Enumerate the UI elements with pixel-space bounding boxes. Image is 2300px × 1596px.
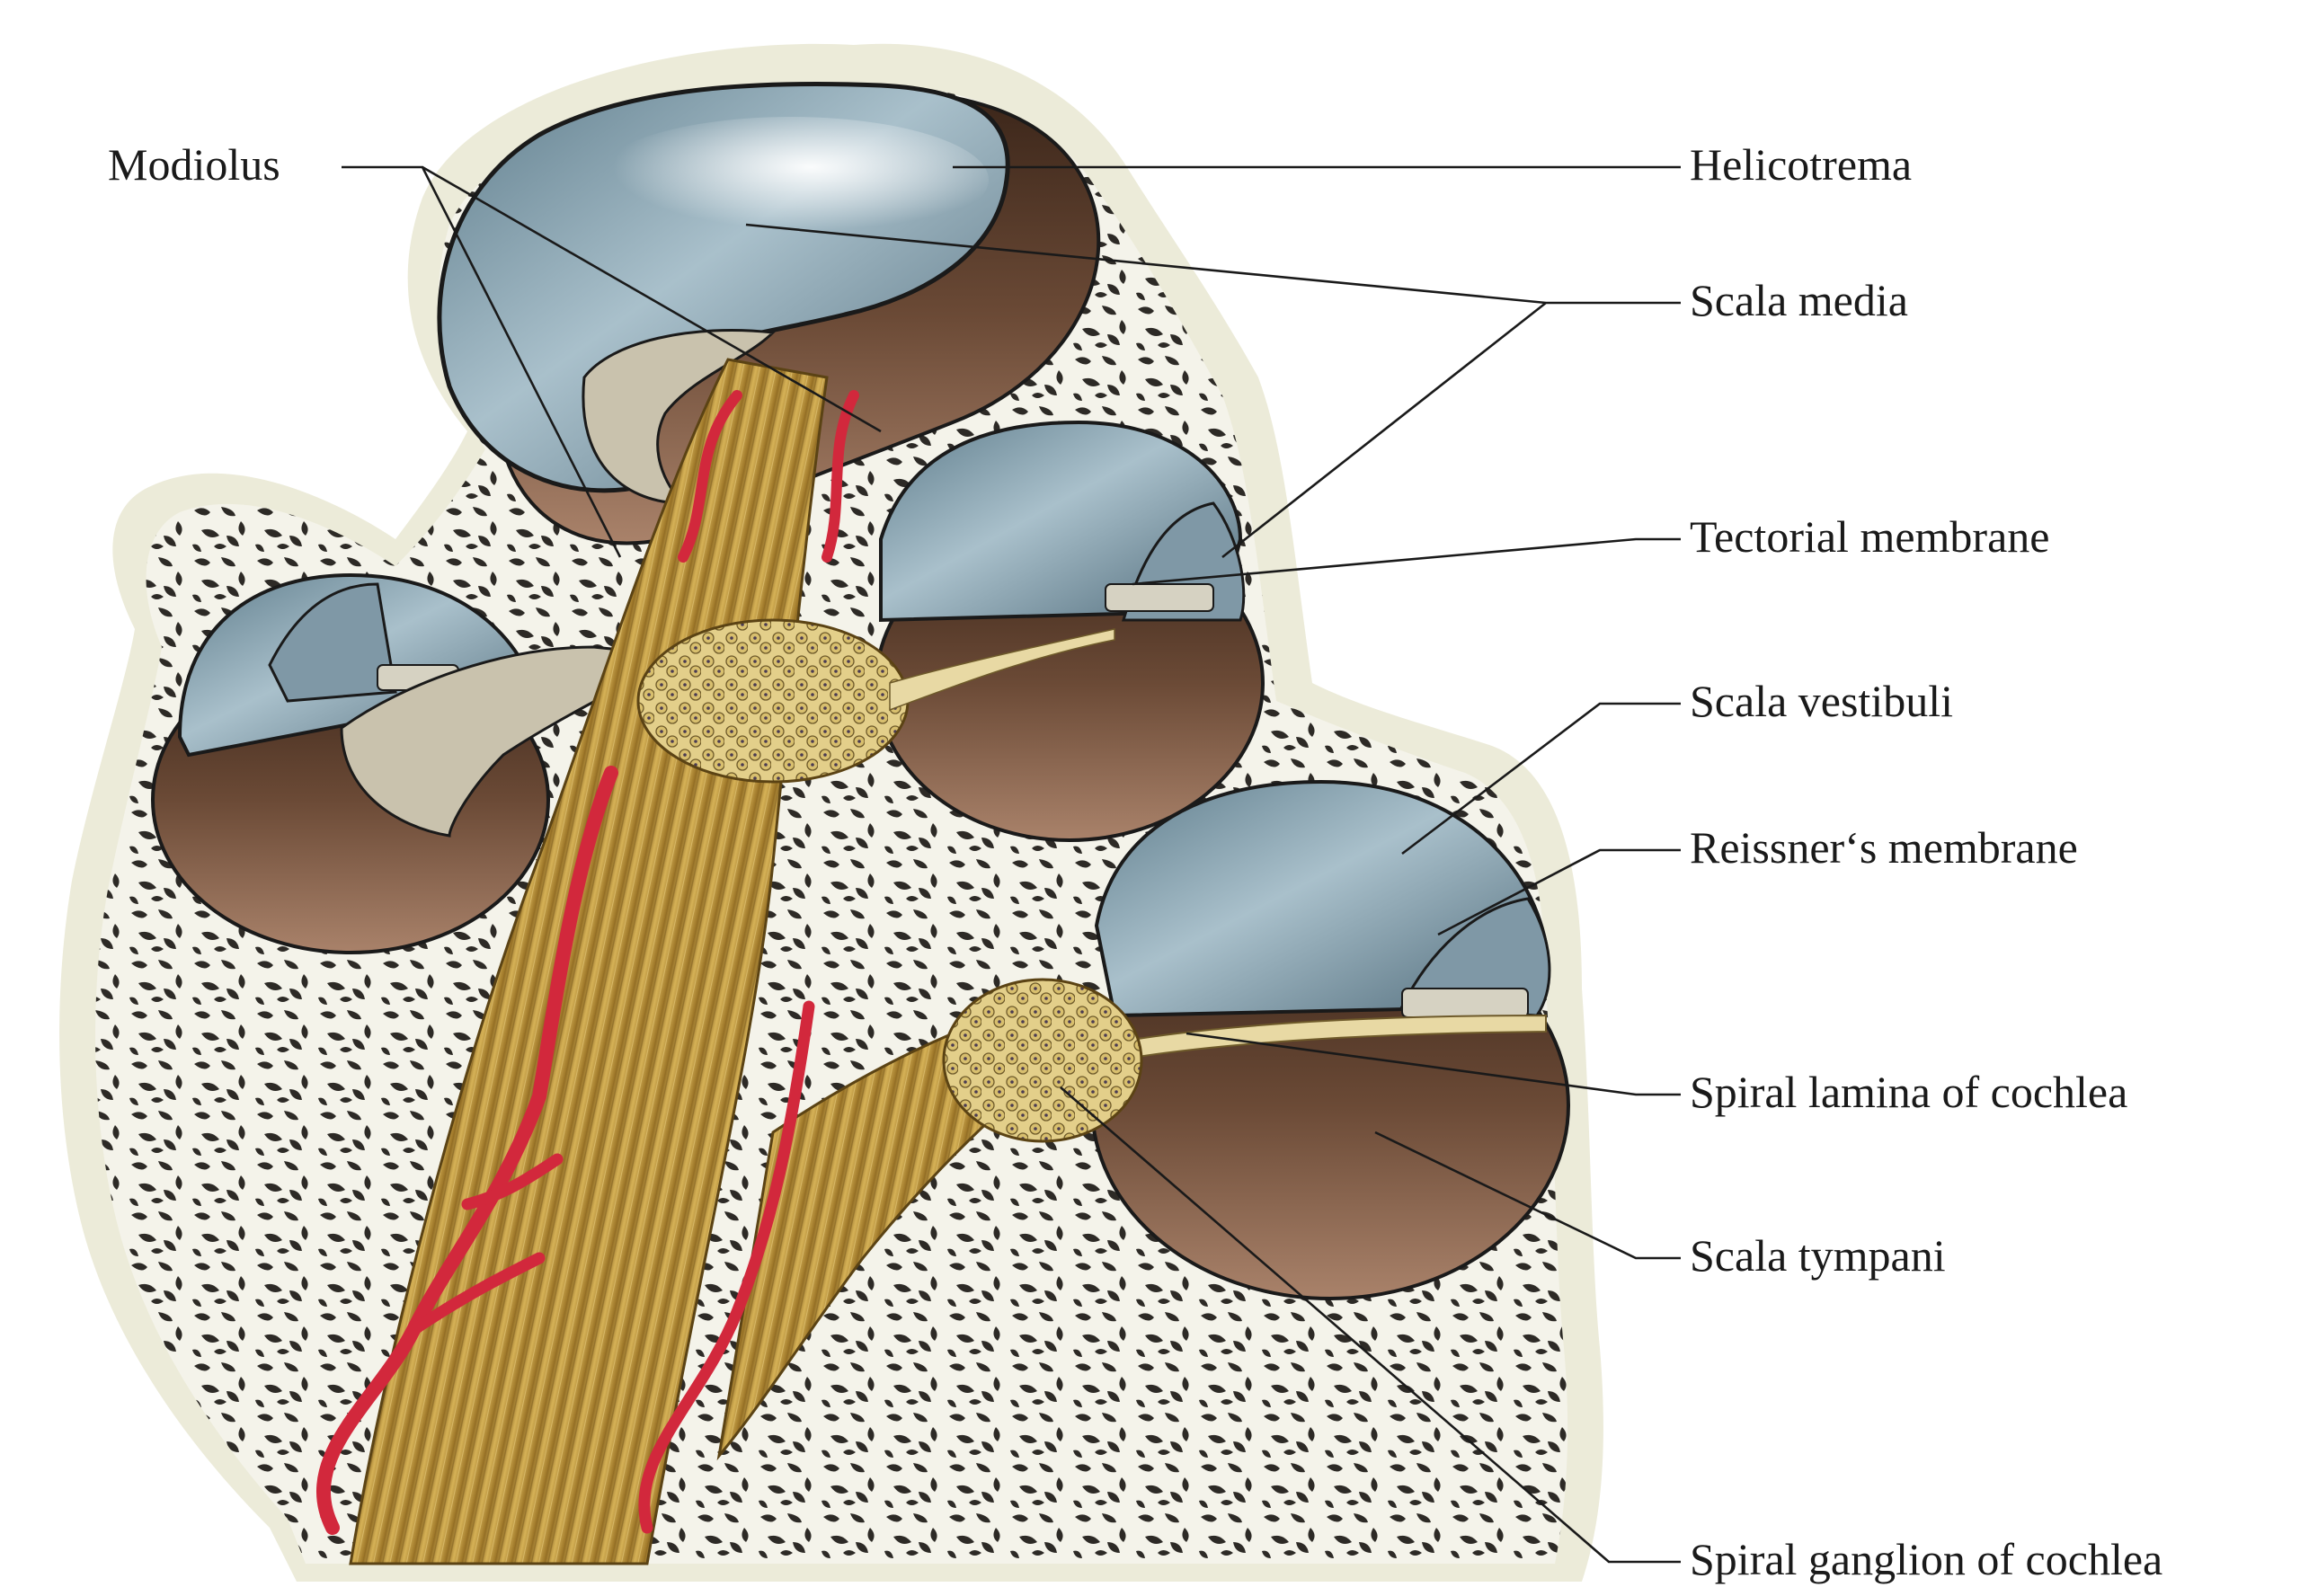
spiral-modiolar-vessels <box>316 390 859 1535</box>
vessel-center <box>638 1000 815 1534</box>
vessel-upper <box>678 390 859 563</box>
middle-left-scala-media <box>268 582 397 703</box>
middle-nerve-fibers <box>889 628 1115 712</box>
basal-spiral-lamina <box>1114 1014 1547 1062</box>
label-scala-tympani: Scala tympani <box>1690 1230 1946 1281</box>
structure-labels: Modiolus Helicotrema Scala media Tectori… <box>108 139 2162 1584</box>
reissners-membrane-leader <box>1437 848 1681 936</box>
label-helicotrema: Helicotrema <box>1690 139 1912 190</box>
label-scala-vestibuli: Scala vestibuli <box>1690 676 1953 726</box>
basal-organ-of-corti <box>1401 988 1529 1018</box>
scala-tympani-leader <box>1374 1130 1681 1260</box>
vessel-left-main <box>316 766 618 1535</box>
scala-media-leader <box>745 223 1681 559</box>
label-spiral-ganglion: Spiral ganglion of cochlea <box>1690 1534 2162 1584</box>
scala-vestibuli-leader <box>1401 702 1681 856</box>
basal-nerve-branch <box>716 1023 1115 1461</box>
basal-scala-media <box>1399 897 1551 1017</box>
label-reissners-membrane: Reissner‘s membrane <box>1690 822 2078 873</box>
basal-turn <box>1090 779 1570 1300</box>
middle-right-organ-of-corti <box>1105 583 1214 612</box>
label-modiolus: Modiolus <box>108 139 280 190</box>
leader-lines <box>342 165 1681 1564</box>
middle-spiral-ganglion <box>636 618 910 784</box>
label-spiral-lamina: Spiral lamina of cochlea <box>1690 1067 2127 1117</box>
apical-turn <box>437 82 1101 545</box>
vessel-left-branch <box>407 1153 564 1336</box>
label-tectorial-membrane: Tectorial membrane <box>1690 511 2049 562</box>
modiolus-leader <box>342 165 882 558</box>
cochlear-nerve <box>349 358 1143 1565</box>
spiral-lamina-leader <box>1186 1032 1681 1096</box>
spiral-ganglion-leader <box>1060 1086 1681 1564</box>
middle-right-turn <box>875 420 1265 842</box>
label-scala-media: Scala media <box>1690 275 1908 325</box>
apical-spiral-lamina <box>582 328 777 505</box>
basal-spiral-ganglion <box>942 978 1143 1143</box>
tectorial-membrane-leader <box>1132 537 1681 586</box>
helicotrema-shine <box>593 117 989 243</box>
